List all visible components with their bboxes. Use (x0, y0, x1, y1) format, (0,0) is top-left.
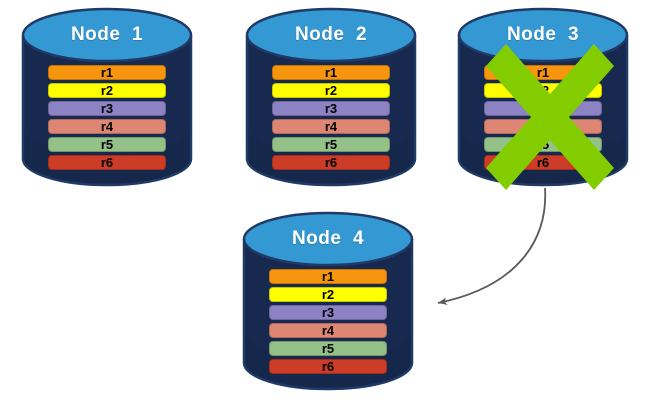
row-label: r4 (536, 118, 550, 134)
row-label: r3 (536, 100, 550, 116)
node-4-row-r1[interactable]: r1 (269, 269, 387, 284)
row-label: r6 (321, 358, 335, 374)
node-1-row-r2[interactable]: r2 (48, 83, 166, 98)
row-label: r2 (321, 286, 335, 302)
node-4-row-r5[interactable]: r5 (269, 341, 387, 356)
row-label: r3 (321, 304, 335, 320)
connector-arrow-path (437, 187, 547, 305)
row-label: r5 (321, 340, 335, 356)
row-label: r5 (536, 136, 550, 152)
node-3-row-r3[interactable]: r3 (484, 101, 602, 116)
node-2-row-r5[interactable]: r5 (272, 137, 390, 152)
row-label: r1 (100, 64, 114, 80)
node-4-rows: r1 r2 r3 r4 r5 r6 (269, 269, 387, 374)
node-4-row-r2[interactable]: r2 (269, 287, 387, 302)
node-4-row-r3[interactable]: r3 (269, 305, 387, 320)
node-3-row-r5[interactable]: r5 (484, 137, 602, 152)
row-label: r1 (324, 64, 338, 80)
node-2-row-r2[interactable]: r2 (272, 83, 390, 98)
node-3-row-r6[interactable]: r6 (484, 155, 602, 170)
node-3[interactable]: Node 3 r1 r2 r3 r4 r5 r6 (457, 7, 629, 187)
node-2[interactable]: Node 2 r1 r2 r3 r4 r5 r6 (245, 7, 417, 187)
row-label: r6 (536, 154, 550, 170)
row-label: r5 (100, 136, 114, 152)
row-label: r2 (536, 82, 550, 98)
node-2-row-r6[interactable]: r6 (272, 155, 390, 170)
node-3-rows: r1 r2 r3 r4 r5 r6 (484, 65, 602, 170)
node-4-row-r4[interactable]: r4 (269, 323, 387, 338)
row-label: r4 (100, 118, 114, 134)
row-label: r6 (324, 154, 338, 170)
row-label: r2 (324, 82, 338, 98)
node-1-row-r1[interactable]: r1 (48, 65, 166, 80)
node-1-row-r5[interactable]: r5 (48, 137, 166, 152)
node-2-row-r3[interactable]: r3 (272, 101, 390, 116)
node-2-row-r4[interactable]: r4 (272, 119, 390, 134)
row-label: r3 (324, 100, 338, 116)
node-3-row-r4[interactable]: r4 (484, 119, 602, 134)
row-label: r1 (321, 268, 335, 284)
row-label: r2 (100, 82, 114, 98)
row-label: r1 (536, 64, 550, 80)
node-1-row-r4[interactable]: r4 (48, 119, 166, 134)
row-label: r6 (100, 154, 114, 170)
node-3-row-r2[interactable]: r2 (484, 83, 602, 98)
row-label: r5 (324, 136, 338, 152)
node-1-row-r3[interactable]: r3 (48, 101, 166, 116)
node-2-row-r1[interactable]: r1 (272, 65, 390, 80)
node-3-row-r1[interactable]: r1 (484, 65, 602, 80)
node-1[interactable]: Node 1 r1 r2 r3 r4 r5 r6 (21, 7, 193, 187)
node-4-row-r6[interactable]: r6 (269, 359, 387, 374)
node-2-rows: r1 r2 r3 r4 r5 r6 (272, 65, 390, 170)
node-1-row-r6[interactable]: r6 (48, 155, 166, 170)
row-label: r3 (100, 100, 114, 116)
node-1-rows: r1 r2 r3 r4 r5 r6 (48, 65, 166, 170)
node-4[interactable]: Node 4 r1 r2 r3 r4 r5 r6 (242, 211, 414, 391)
row-label: r4 (324, 118, 338, 134)
row-label: r4 (321, 322, 335, 338)
